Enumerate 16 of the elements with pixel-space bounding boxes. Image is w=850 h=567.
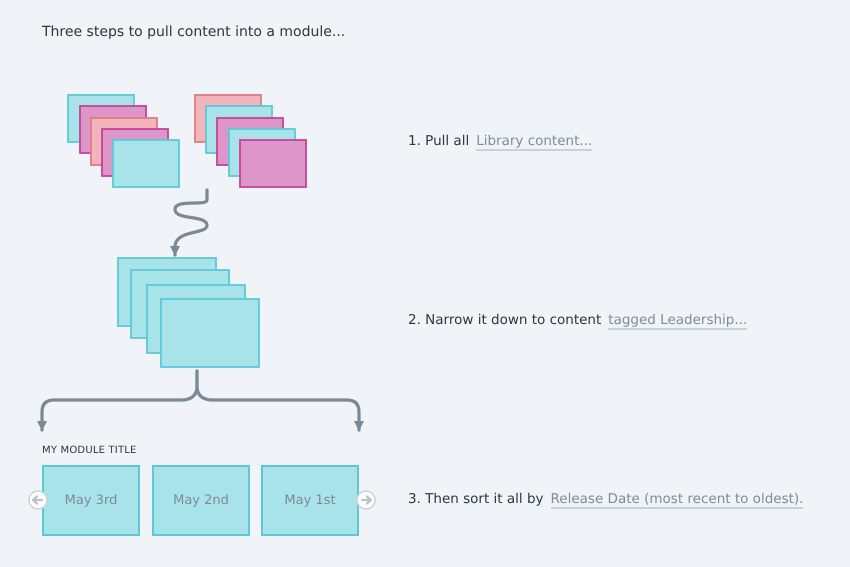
card-stack bbox=[117, 257, 261, 369]
card-stack bbox=[67, 94, 181, 189]
arrow bbox=[195, 369, 364, 432]
card-stack bbox=[194, 94, 308, 189]
content-card: May 2nd bbox=[152, 465, 250, 536]
heading: Three steps to pull content into a module... bbox=[42, 24, 346, 40]
link-text: Release Date (most recent to oldest). bbox=[550, 491, 804, 509]
step-text: 3. Then sort it all by bbox=[408, 491, 544, 507]
link-text: tagged Leadership... bbox=[608, 312, 748, 330]
module-title: MY MODULE TITLE bbox=[42, 445, 137, 456]
wavy-arrow bbox=[170, 188, 209, 257]
step-text: 2. Narrow it down to content bbox=[408, 312, 602, 328]
content-card: May 3rd bbox=[42, 465, 140, 536]
step-text: 1. Pull all bbox=[408, 133, 470, 149]
content-card: May 1st bbox=[261, 465, 359, 536]
link-text: Library content... bbox=[476, 133, 592, 151]
